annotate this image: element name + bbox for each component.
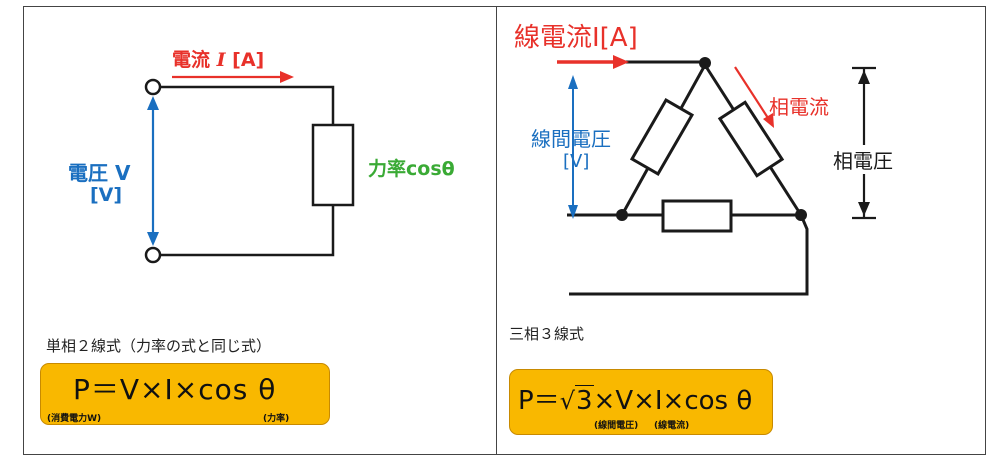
node-left <box>616 209 628 221</box>
phase-voltage-arrow-head-up <box>858 70 870 84</box>
resistor-left <box>629 98 695 176</box>
power-factor-label: 力率cosθ <box>368 154 455 181</box>
line-voltage-arrow-head-up <box>568 75 578 89</box>
three-phase-caption: 三相３線式 <box>509 325 585 343</box>
node-right <box>795 209 807 221</box>
voltage-arrow-head-up <box>147 96 159 110</box>
line-wire-bottom <box>569 214 809 296</box>
formula-note-line-voltage: (線間電圧) <box>594 421 639 431</box>
current-label-text: 電流 <box>172 49 211 71</box>
formula-note-power: (消費電力W) <box>47 414 102 424</box>
three-phase-panel: 線電流I[A] 相電流 線間電圧 [V] 相電圧 三相３線式 P＝√3×V×I×… <box>496 6 986 455</box>
formula-note-power-factor: (力率) <box>263 414 290 424</box>
current-unit: [A] <box>232 49 265 71</box>
phase-current-arrow-head <box>763 113 774 128</box>
node-top <box>699 57 711 69</box>
formula-root: 3 <box>574 385 594 416</box>
top-wire <box>160 85 335 125</box>
current-label: 電流 I [A] <box>172 45 264 72</box>
power-factor-symbol: cosθ <box>406 158 455 180</box>
voltage-unit: [V] <box>90 184 123 206</box>
line-voltage-unit: [V] <box>563 151 590 172</box>
three-phase-formula: P＝√3×V×I×cos θ <box>518 380 752 417</box>
single-phase-caption: 単相２線式（力率の式と同じ式） <box>46 337 272 355</box>
single-phase-formula: P＝V×I×cos θ <box>73 373 277 406</box>
single-phase-formula-box: P＝V×I×cos θ (消費電力W) (力率) <box>40 363 330 425</box>
phase-current-label: 相電流 <box>769 95 829 119</box>
formula-note-line-current: (線電流) <box>654 421 690 431</box>
three-phase-circuit <box>557 55 876 296</box>
power-factor-text: 力率 <box>368 158 407 180</box>
current-arrow-head <box>280 71 294 83</box>
resistor-right <box>717 100 785 178</box>
terminal-top <box>144 78 162 96</box>
voltage-label: 電圧 V <box>68 161 131 185</box>
resistor-bottom <box>661 199 733 233</box>
terminal-bottom <box>144 246 162 264</box>
load-resistor <box>311 123 355 207</box>
voltage-arrow-head-down <box>147 232 159 246</box>
line-voltage-label: 線間電圧 <box>531 127 611 151</box>
formula-rest: ×V×I×cos θ <box>593 386 753 416</box>
single-phase-panel: 電流 I [A] 電圧 V [V] 力率cosθ 単相２線式（力率の式と同じ式）… <box>23 6 497 455</box>
formula-p: P＝ <box>518 386 560 416</box>
single-phase-circuit <box>144 71 355 264</box>
three-phase-formula-box: P＝√3×V×I×cos θ (線間電圧) (線電流) <box>509 369 773 435</box>
bottom-wire <box>160 205 335 257</box>
phase-voltage-label: 相電圧 <box>833 145 893 174</box>
line-voltage-arrow-head-down <box>568 205 578 219</box>
current-symbol: I <box>216 49 226 71</box>
phase-current-arrow-line <box>734 66 769 119</box>
line-current-label: 線電流I[A] <box>514 23 638 53</box>
sqrt-symbol: √ <box>559 387 575 415</box>
phase-voltage-arrow-head-down <box>858 202 870 216</box>
line-current-arrow-head <box>613 55 629 69</box>
